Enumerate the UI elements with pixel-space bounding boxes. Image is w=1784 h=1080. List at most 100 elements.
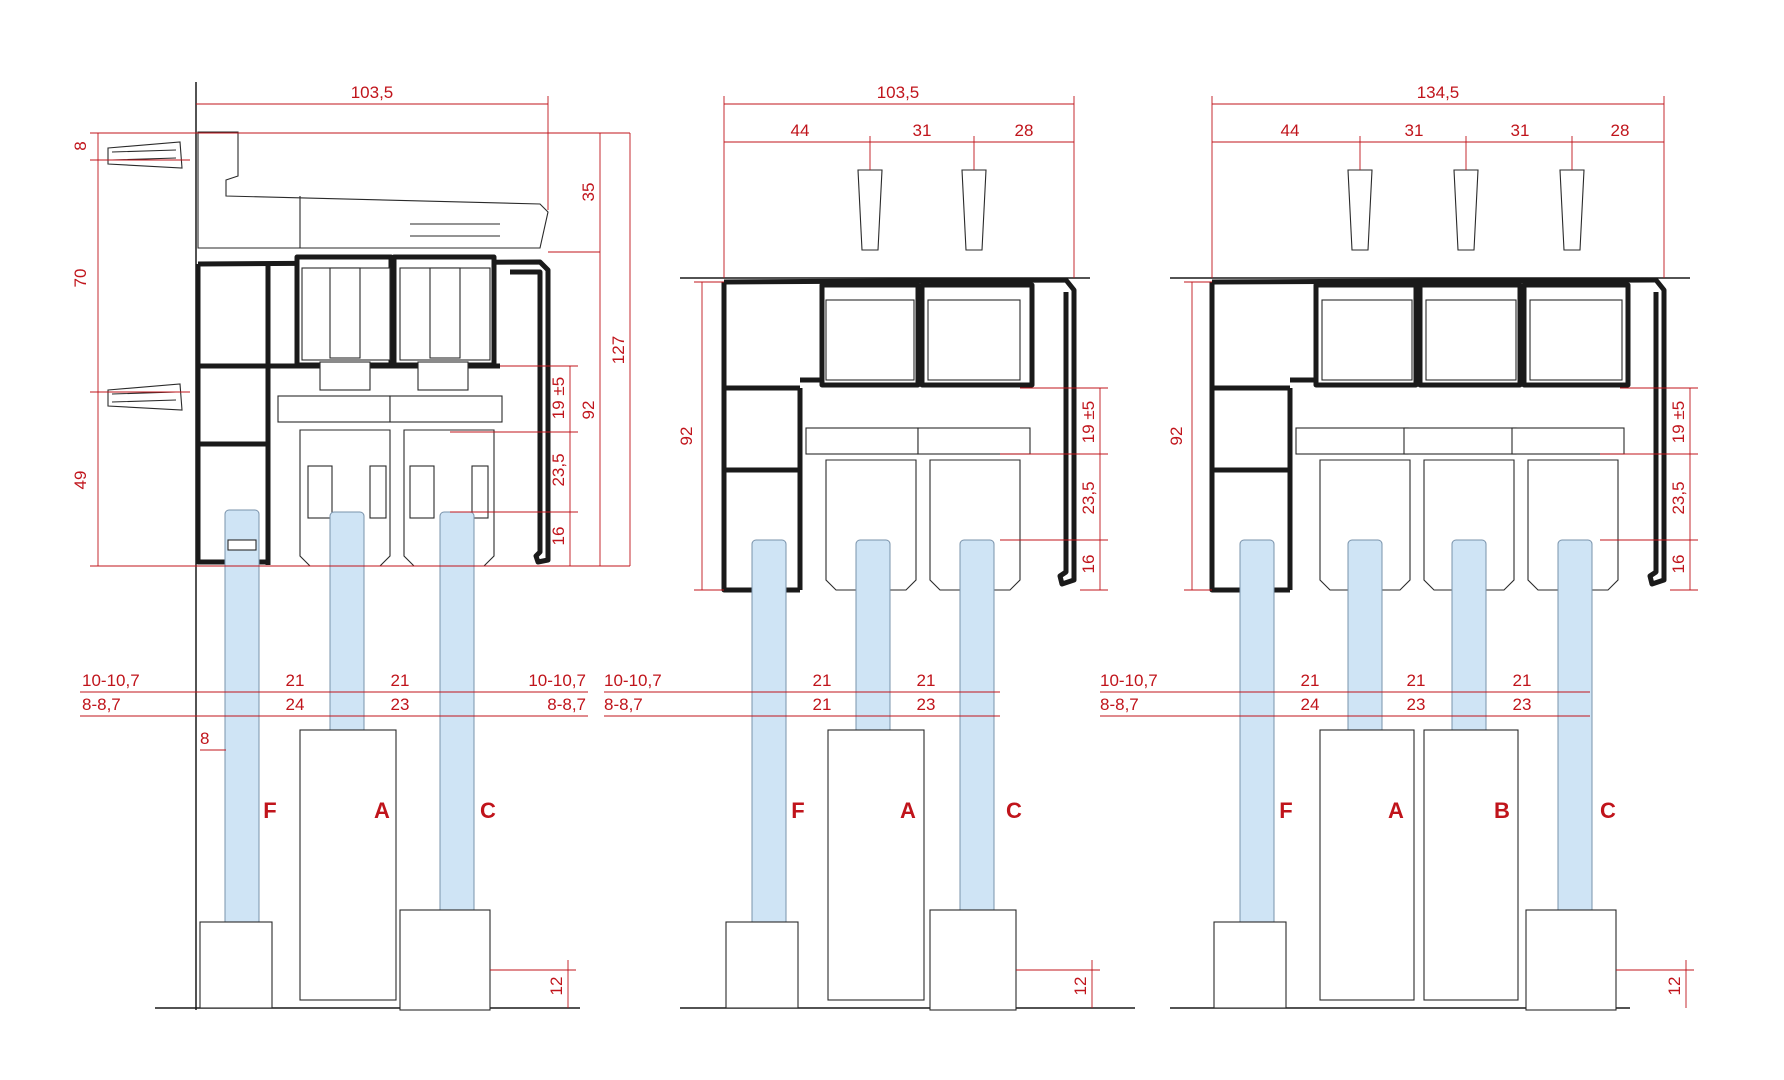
roller-carriage-c — [917, 299, 1031, 591]
roller-carriage-c — [389, 267, 503, 567]
view1-spacing-21b: 21 — [391, 671, 410, 690]
view1-spacing-24: 24 — [286, 695, 305, 714]
dimension-lines — [80, 96, 1698, 1008]
view3-spacing-24: 24 — [1301, 695, 1320, 714]
view3-panel-b: B — [1494, 798, 1510, 823]
wall-anchor-lower — [107, 383, 183, 411]
bottom-guide-a — [299, 729, 397, 1001]
roller-carriage-b — [1403, 299, 1517, 591]
view2-spacing-21a: 21 — [813, 671, 832, 690]
floor-track-f — [199, 921, 273, 1009]
view3-width-44: 44 — [1281, 121, 1300, 140]
view1-height-49: 49 — [71, 471, 90, 490]
view2-left-offset-10: 10-10,7 — [604, 671, 662, 690]
view1-dim-19: 19 ±5 — [549, 377, 568, 419]
view2-spacing-23: 23 — [917, 695, 936, 714]
glass-panel-c — [439, 511, 475, 971]
view3-width-31a: 31 — [1405, 121, 1424, 140]
view2-width-44: 44 — [791, 121, 810, 140]
view1-panel-f: F — [263, 798, 276, 823]
roller-carriage-a — [277, 267, 391, 567]
view1-panel-c: C — [480, 798, 496, 823]
glass-panel-f — [1239, 539, 1275, 971]
view1-right-offset-8: 8-8,7 — [547, 695, 586, 714]
view3-spacing-21b: 21 — [1407, 671, 1426, 690]
view1-height-70: 70 — [71, 269, 90, 288]
floor-track-f — [1213, 921, 1287, 1009]
view-1-wall-mounted-3-track — [107, 82, 580, 1011]
view3-spacing-21c: 21 — [1513, 671, 1532, 690]
track-profile-outline — [197, 259, 551, 565]
view3-panel-f: F — [1279, 798, 1292, 823]
view-2-ceiling-2-track — [680, 169, 1135, 1011]
roller-carriage-a — [1295, 299, 1413, 591]
bottom-guide-a — [827, 729, 925, 1001]
view1-left-offset-10: 10-10,7 — [82, 671, 140, 690]
bottom-guide-c — [1525, 909, 1617, 1011]
floor-track-f — [725, 921, 799, 1009]
view1-left-offset-8b: 8 — [200, 729, 209, 748]
ceiling-anchor-1 — [857, 169, 883, 251]
glass-panel-f — [224, 509, 260, 971]
glass-panel-c — [1557, 539, 1593, 971]
view2-dim-19: 19 ±5 — [1079, 401, 1098, 443]
view3-dim-23-5: 23,5 — [1669, 481, 1688, 514]
view1-height-92: 92 — [579, 401, 598, 420]
view1-height-8: 8 — [71, 141, 90, 150]
view2-panel-a: A — [900, 798, 916, 823]
ceiling-anchor-2 — [961, 169, 987, 251]
bottom-guide-a — [1319, 729, 1415, 1001]
view2-width-31: 31 — [913, 121, 932, 140]
view2-dim-16: 16 — [1079, 555, 1098, 574]
view3-bottom-12: 12 — [1665, 977, 1684, 996]
view1-left-offset-8: 8-8,7 — [82, 695, 121, 714]
view3-spacing-23b: 23 — [1513, 695, 1532, 714]
track-profile-outline — [723, 277, 1077, 587]
view-3-ceiling-3-track — [1170, 169, 1690, 1011]
view3-spacing-23a: 23 — [1407, 695, 1426, 714]
wall-anchor-top — [107, 141, 183, 169]
view2-width-28: 28 — [1015, 121, 1034, 140]
view3-width-28: 28 — [1611, 121, 1630, 140]
view3-panel-a: A — [1388, 798, 1404, 823]
view3-height-92: 92 — [1167, 427, 1186, 446]
mounting-bracket — [197, 131, 549, 249]
view1-spacing-23: 23 — [391, 695, 410, 714]
view2-spacing-21c: 21 — [813, 695, 832, 714]
view2-top-width: 103,5 — [877, 83, 920, 102]
view3-left-offset-10: 10-10,7 — [1100, 671, 1158, 690]
view1-height-127: 127 — [609, 336, 628, 364]
view1-dim-16: 16 — [549, 527, 568, 546]
view3-spacing-21a: 21 — [1301, 671, 1320, 690]
view3-dim-16: 16 — [1669, 555, 1688, 574]
view2-height-92: 92 — [677, 427, 696, 446]
view2-dim-23-5: 23,5 — [1079, 481, 1098, 514]
view1-bottom-12: 12 — [547, 977, 566, 996]
view2-panel-f: F — [791, 798, 804, 823]
bottom-guide-c — [399, 909, 491, 1011]
ceiling-anchor-1 — [1347, 169, 1373, 251]
view2-spacing-21b: 21 — [917, 671, 936, 690]
view2-panel-c: C — [1006, 798, 1022, 823]
glass-panel-f — [751, 539, 787, 971]
view3-width-31b: 31 — [1511, 121, 1530, 140]
view1-top-width: 103,5 — [351, 83, 394, 102]
track-profile-outline — [1211, 277, 1667, 587]
view3-top-width: 134,5 — [1417, 83, 1460, 102]
ceiling-anchor-3 — [1559, 169, 1585, 251]
view2-left-offset-8: 8-8,7 — [604, 695, 643, 714]
glass-panel-c — [959, 539, 995, 971]
view1-height-35: 35 — [579, 183, 598, 202]
view1-right-offset-10: 10-10,7 — [528, 671, 586, 690]
roller-carriage-a — [805, 299, 919, 591]
ceiling-anchor-2 — [1453, 169, 1479, 251]
bottom-guide-c — [929, 909, 1017, 1011]
view1-dim-23-5: 23,5 — [549, 453, 568, 486]
view1-spacing-21a: 21 — [286, 671, 305, 690]
view2-bottom-12: 12 — [1071, 977, 1090, 996]
view1-panel-a: A — [374, 798, 390, 823]
view3-panel-c: C — [1600, 798, 1616, 823]
roller-carriage-c — [1511, 299, 1625, 591]
